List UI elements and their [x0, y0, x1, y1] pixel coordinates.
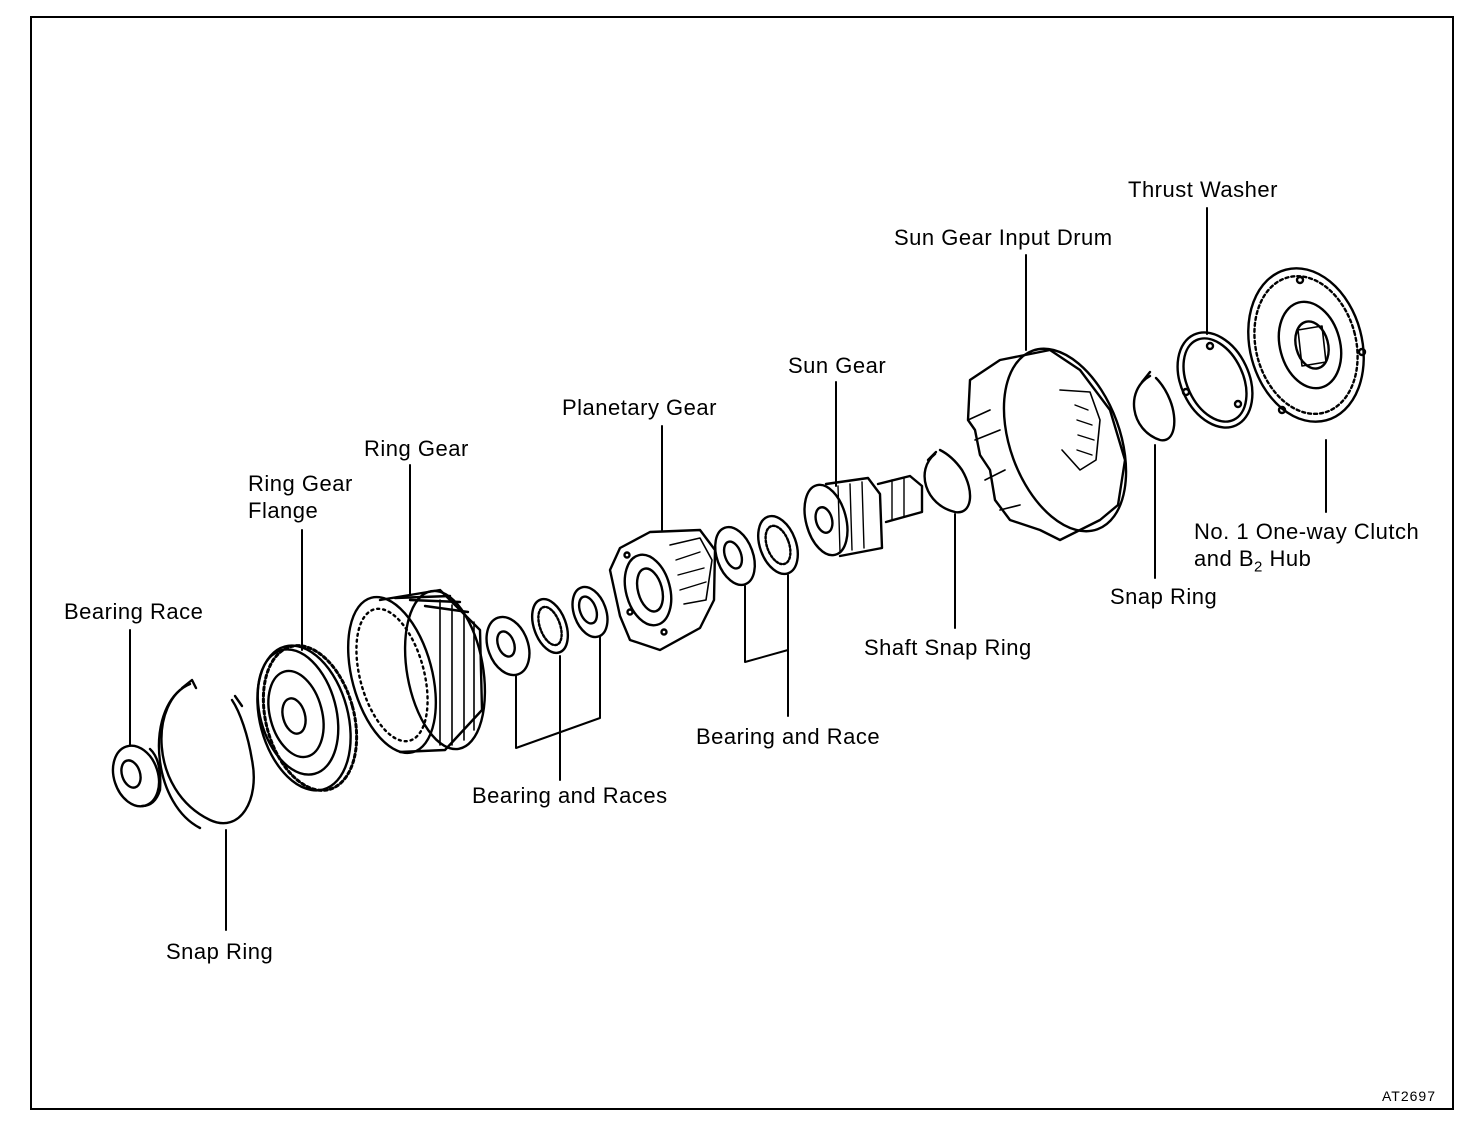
label-ring-gear-flange-line1: Ring Gear: [248, 471, 353, 496]
sun-gear-input-drum-part: [966, 347, 1128, 542]
leader-lines: [129, 207, 1327, 931]
thrust-washer-part: [1176, 331, 1254, 429]
ring-gear-flange-part: [256, 644, 359, 792]
label-ring-gear: Ring Gear: [364, 436, 469, 461]
label-one-way-clutch-prefix: and B: [1194, 546, 1254, 571]
label-sun-gear: Sun Gear: [788, 353, 887, 378]
figure-border: [30, 16, 1454, 1110]
ring-gear-part: [346, 588, 487, 755]
snap-ring-left-part: [157, 678, 255, 830]
label-thrust-washer: Thrust Washer: [1128, 177, 1278, 202]
label-one-way-clutch-subscript: 2: [1254, 558, 1263, 576]
label-bearing-and-race: Bearing and Race: [696, 724, 881, 749]
label-bearing-and-races: Bearing and Races: [472, 783, 668, 808]
label-ring-gear-flange-line2: Flange: [248, 498, 319, 523]
label-sun-gear-input-drum: Sun Gear Input Drum: [894, 225, 1113, 250]
one-way-clutch-and-b2-hub-part: [1247, 267, 1367, 423]
sun-gear-part: [803, 474, 924, 558]
figure-code: AT2697: [1382, 1088, 1436, 1104]
shaft-snap-ring-part: [923, 448, 972, 514]
bearing-and-race-parts: [714, 514, 799, 587]
label-bearing-race: Bearing Race: [64, 599, 204, 624]
snap-ring-right-part: [1132, 370, 1176, 442]
label-snap-ring-left: Snap Ring: [166, 939, 274, 964]
label-one-way-clutch-line2: and B2 Hub: [1194, 545, 1311, 580]
bearing-and-races-parts: [485, 585, 609, 677]
label-snap-ring-right: Snap Ring: [1110, 584, 1218, 609]
planetary-gear-part: [608, 528, 717, 652]
bearing-race-part: [111, 744, 162, 808]
label-one-way-clutch-suffix: Hub: [1262, 546, 1312, 571]
label-shaft-snap-ring: Shaft Snap Ring: [864, 635, 1032, 660]
label-one-way-clutch-line1: No. 1 One-way Clutch: [1194, 519, 1420, 544]
label-planetary-gear: Planetary Gear: [562, 395, 717, 420]
